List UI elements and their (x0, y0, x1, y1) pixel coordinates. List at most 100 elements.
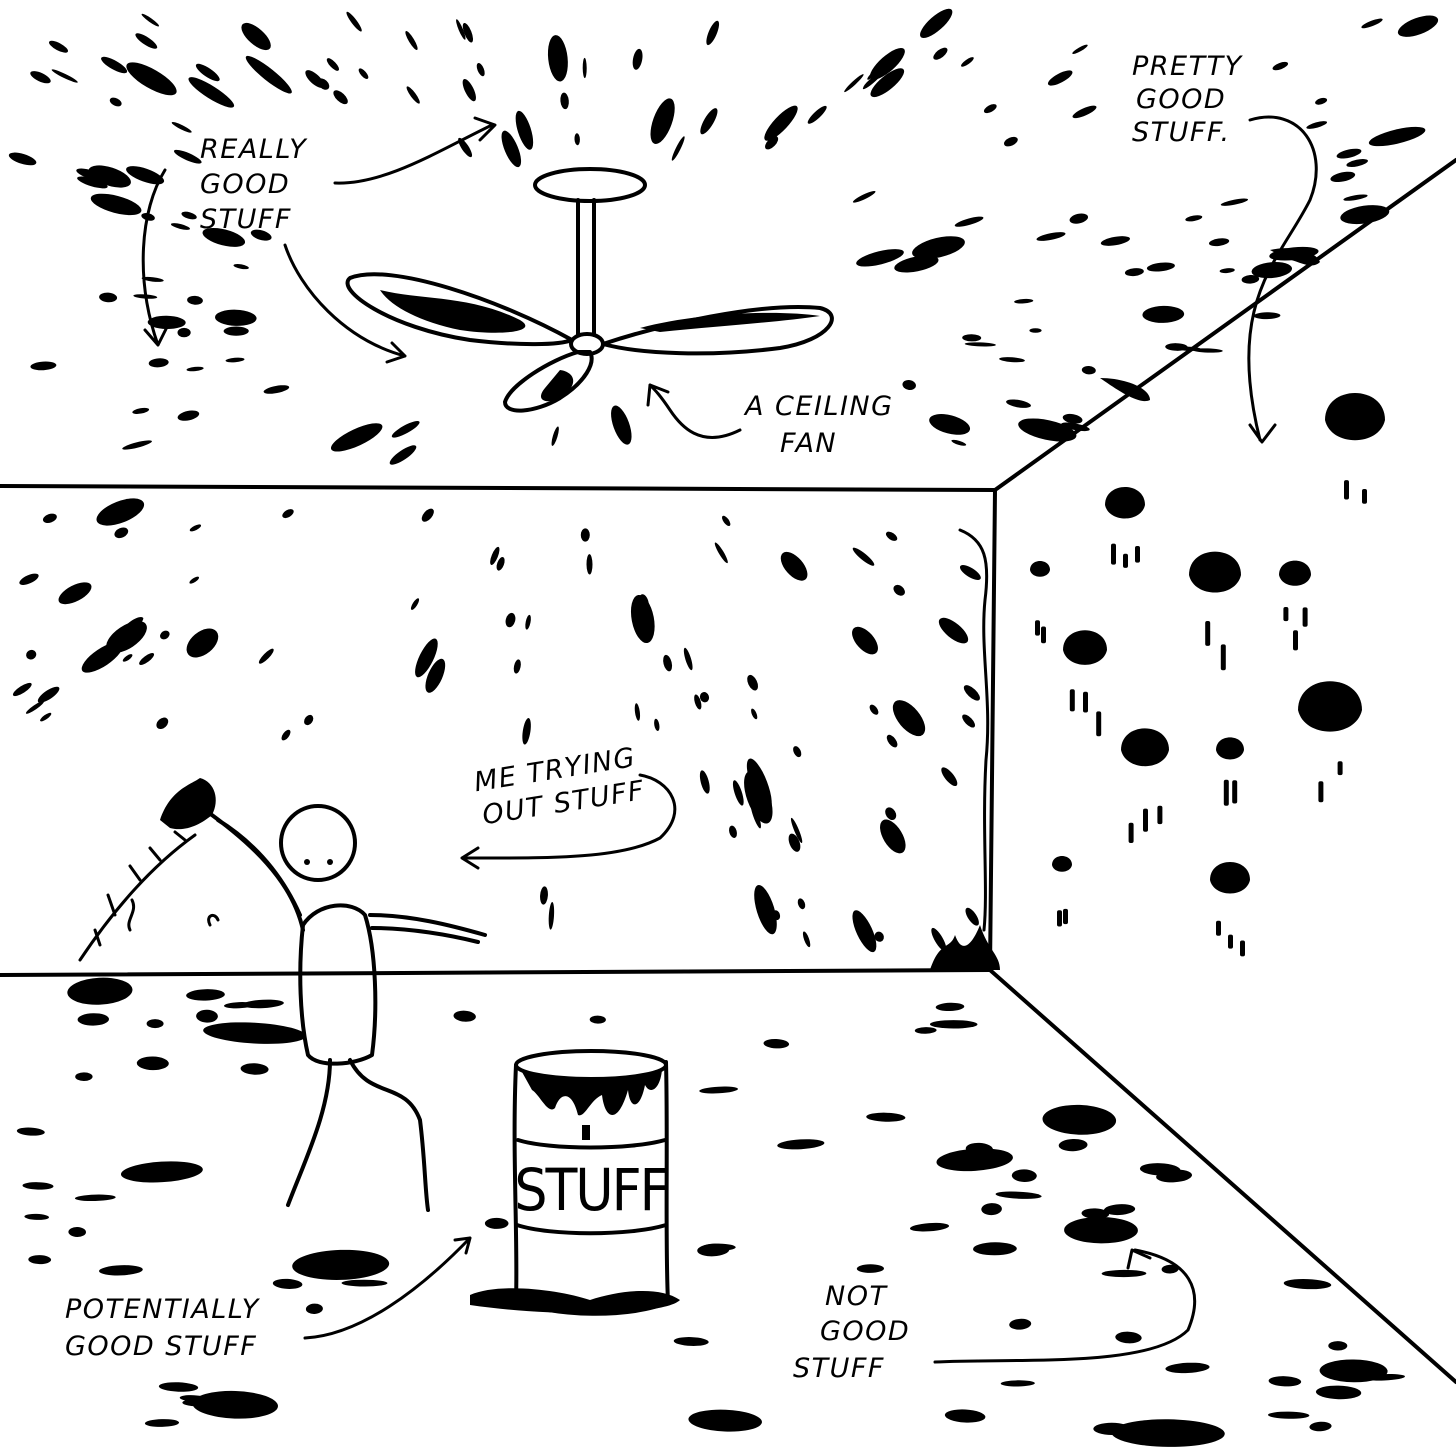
floor-side-edge (988, 968, 1456, 1384)
ceiling-splat (1069, 213, 1089, 224)
floor-puddle (305, 1303, 323, 1315)
fan-rod (576, 198, 596, 337)
throw-motion-squiggle (127, 898, 220, 932)
ceiling-splat (177, 410, 200, 421)
wall-splat (186, 628, 219, 658)
wall-splat (630, 594, 655, 644)
ceiling-splat (326, 58, 339, 71)
floor-puddle (1101, 1269, 1147, 1278)
ceiling-splat (122, 440, 152, 450)
floor-puddle (866, 1112, 906, 1122)
wall-splat (790, 817, 803, 843)
ceiling-splat (1018, 418, 1077, 442)
ceiling-splat (870, 68, 905, 98)
floor-puddle (1268, 1411, 1310, 1419)
wall-splat (58, 582, 92, 605)
wall-splat (139, 653, 155, 665)
arrow-pretty-good (1247, 115, 1318, 444)
ceiling-splat (547, 35, 568, 82)
ceiling-corner-drip-1 (1270, 248, 1320, 266)
ceiling-splat (1306, 121, 1328, 129)
floor-puddle (673, 1337, 709, 1346)
ceiling-splat (1142, 305, 1185, 323)
ceiling-splat (764, 105, 798, 141)
ceiling-splat (1146, 262, 1175, 272)
side-wall-blob (1063, 630, 1107, 665)
side-wall-drip (1143, 808, 1148, 832)
wall-splat (490, 546, 500, 565)
figure-body (298, 903, 378, 1066)
ceiling-splat (961, 57, 974, 67)
wall-splat (586, 554, 593, 575)
wall-splat (938, 617, 969, 644)
side-wall-blob (1210, 862, 1250, 894)
wall-splat (122, 654, 133, 662)
barrel-drip-mark (582, 1125, 590, 1140)
floor-puddle (981, 1203, 1002, 1216)
ceiling-splat (1185, 215, 1203, 222)
wall-splat (754, 884, 777, 935)
floor-puddle (77, 1013, 109, 1026)
ceiling-splat (30, 361, 57, 371)
label-not-good: NOT GOOD STUFF (793, 1281, 909, 1384)
arrow-really-good-right (333, 116, 497, 185)
ceiling-splat (852, 190, 876, 203)
floor-puddle (1309, 1421, 1332, 1432)
wall-splat (852, 910, 877, 953)
wall-splat (747, 674, 758, 691)
side-wall-drip (1344, 480, 1349, 500)
floor-puddle (699, 1086, 738, 1094)
floor-puddle (1283, 1279, 1332, 1290)
wall-corner-edge (988, 488, 997, 972)
floor-back-edge (0, 968, 992, 977)
ceiling-splat (148, 358, 169, 368)
floor-puddle (914, 1027, 937, 1034)
ceiling-splat (1343, 194, 1368, 201)
ceiling-splat (1340, 205, 1390, 225)
arrow-ceiling-fan (646, 383, 742, 439)
ceiling-splat (1124, 268, 1144, 277)
fan-blade-left (345, 272, 574, 347)
ceiling-splat (706, 20, 720, 46)
floor-puddle (856, 1264, 884, 1273)
ceiling-splat (582, 57, 587, 79)
ceiling-splat (147, 315, 186, 330)
ceiling-splat (346, 11, 362, 32)
arrow-really-good-blade (283, 243, 407, 364)
floor-puddle (1000, 1380, 1035, 1387)
floor-puddle (1363, 1373, 1405, 1381)
wall-splat (540, 886, 548, 905)
ceiling-splat (1004, 136, 1018, 147)
fan-mount (533, 167, 647, 203)
ceiling-splat (929, 414, 971, 435)
figure-arm-raised (203, 808, 305, 932)
floor-puddles (16, 977, 1405, 1447)
barrel-band-top (516, 1138, 667, 1150)
ceiling-splat (99, 292, 118, 303)
label-not-good-line3: STUFF (793, 1353, 885, 1384)
ceiling-splat (109, 97, 122, 107)
wall-splat (513, 659, 521, 674)
ceiling-splat (1208, 238, 1230, 247)
wall-splat (962, 714, 976, 728)
ceiling-splat (141, 276, 164, 282)
wall-splat (880, 819, 906, 854)
floor-puddle (1081, 1208, 1110, 1220)
label-pretty-good-line1: PRETTY (1132, 51, 1244, 82)
side-wall-drip (1128, 822, 1134, 843)
ceiling-splat (177, 327, 191, 338)
floor-puddle (272, 1278, 303, 1289)
ceiling-splat (171, 121, 192, 133)
wall-splat (42, 513, 57, 524)
wall-splat (114, 527, 129, 539)
wall-splat (425, 658, 446, 693)
corner-drip-top (958, 528, 990, 932)
side-wall-drip (1293, 630, 1298, 651)
ceiling-splat (233, 264, 249, 270)
ceiling-splat (223, 326, 249, 336)
ceiling-splat (560, 92, 569, 110)
floor-puddle (484, 1217, 509, 1229)
ceiling-splat (1253, 312, 1281, 320)
ceiling-splat (1014, 298, 1034, 304)
